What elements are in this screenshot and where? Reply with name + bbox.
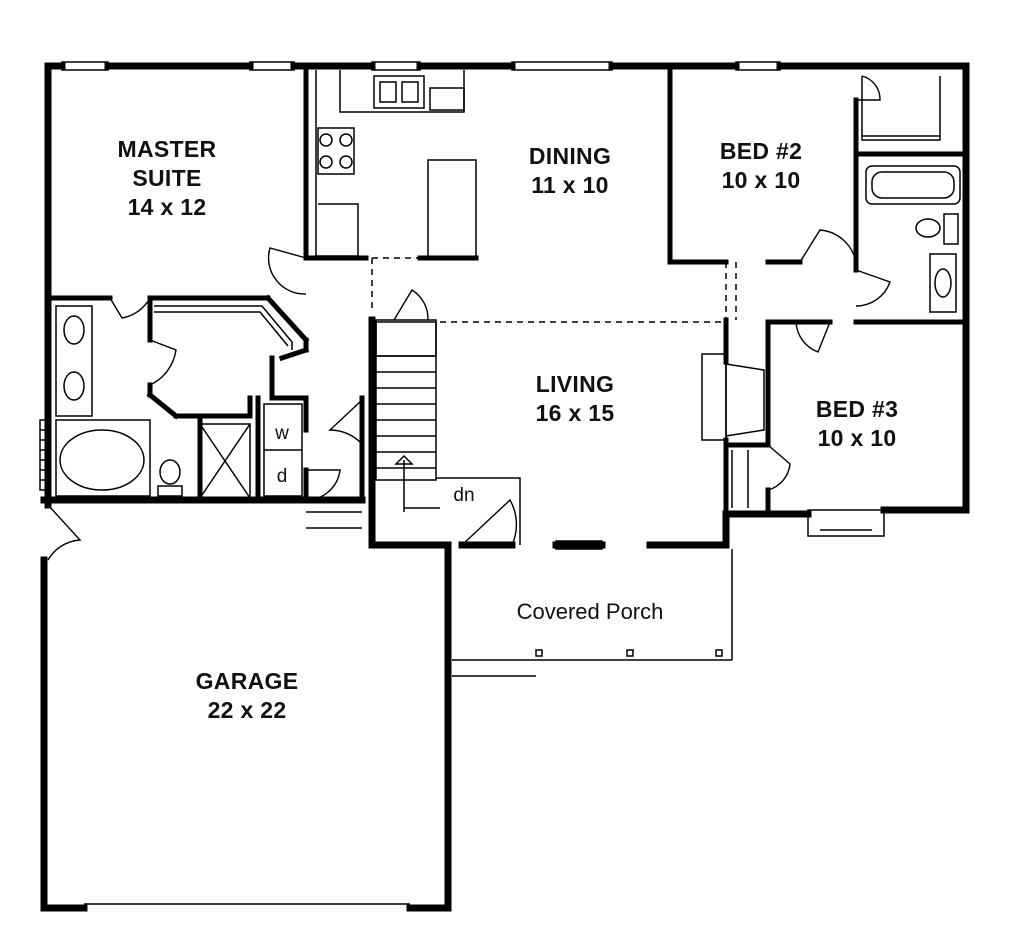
stairs-down-label: dn (453, 485, 475, 506)
exterior-walls (40, 62, 970, 912)
garage-label: GARAGE 22 x 22 (172, 667, 322, 725)
interior-walls (51, 63, 969, 517)
dining-label: DINING 11 x 10 (495, 142, 645, 200)
master-suite-name-1: MASTER (117, 136, 217, 162)
bed3-label: BED #3 10 x 10 (782, 395, 932, 453)
dining-size: 11 x 10 (531, 171, 609, 198)
living-label: LIVING 16 x 15 (500, 370, 650, 428)
master-suite-label: MASTER SUITE 14 x 12 (92, 135, 242, 221)
covered-porch-label: Covered Porch (516, 599, 664, 624)
dryer-label: d (276, 466, 288, 487)
bed2-size: 10 x 10 (721, 166, 801, 193)
living-name: LIVING (535, 371, 615, 397)
bed2-label: BED #2 10 x 10 (686, 137, 836, 195)
garage-size: 22 x 22 (207, 696, 287, 723)
dining-name: DINING (528, 143, 612, 169)
bed2-name: BED #2 (719, 138, 803, 164)
master-suite-name-2: SUITE (132, 164, 202, 191)
washer-label: w (275, 423, 289, 444)
door-swings (47, 75, 891, 561)
master-suite-size: 14 x 12 (127, 193, 207, 220)
garage-name: GARAGE (195, 668, 299, 694)
bed3-name: BED #3 (815, 396, 899, 422)
windows (39, 61, 885, 550)
living-size: 16 x 15 (535, 399, 615, 426)
detail-lines (55, 70, 961, 905)
bed3-size: 10 x 10 (817, 424, 897, 451)
